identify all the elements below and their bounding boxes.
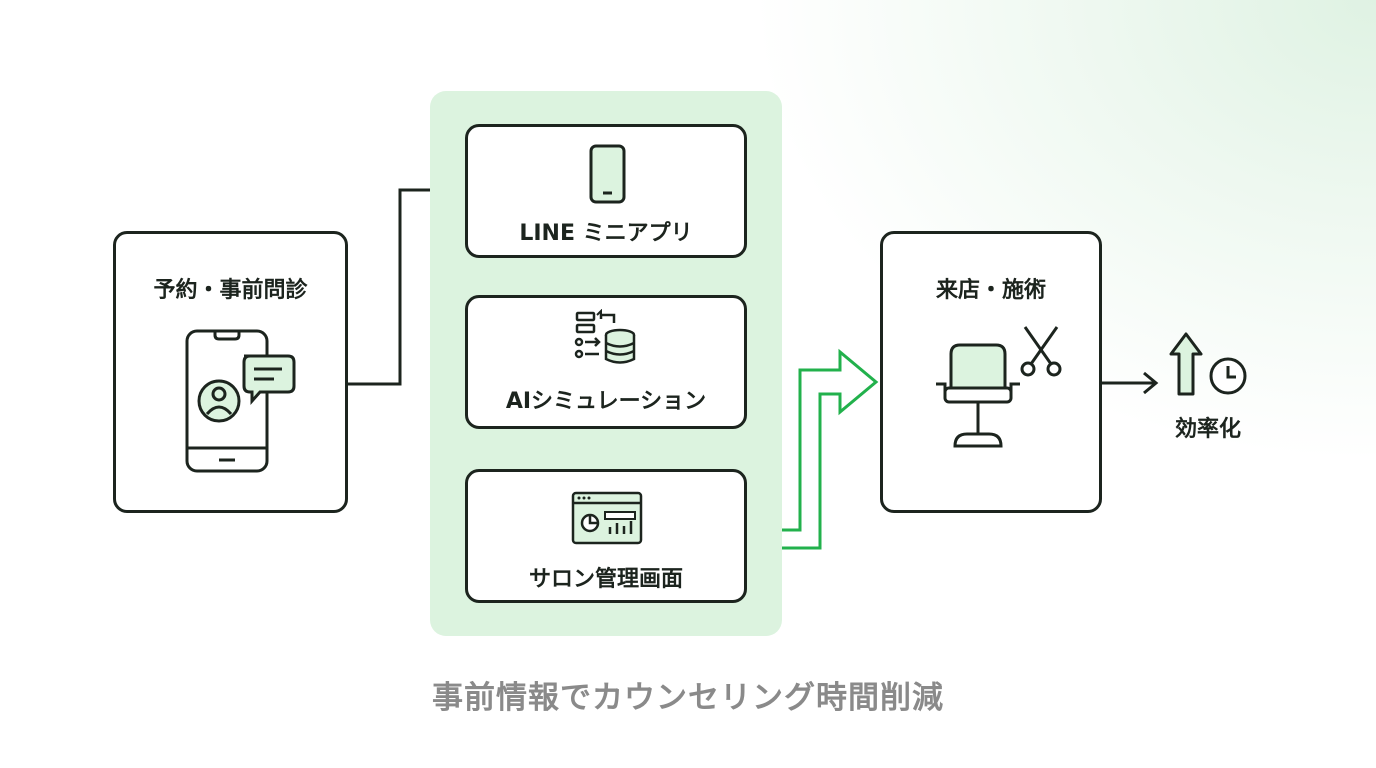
dashboard-window-icon: [570, 490, 644, 546]
smartphone-icon: [588, 143, 628, 205]
line-app-title: LINE ミニアプリ: [519, 221, 693, 246]
salon-admin-box: サロン管理画面: [465, 469, 747, 603]
green-arrow-admin-to-visit: [746, 348, 879, 550]
smartphone-chat-icon: [182, 328, 302, 476]
efficiency-title: 効率化: [1174, 417, 1241, 442]
visit-title: 来店・施術: [935, 278, 1046, 303]
arrow-head-to-efficiency: [1143, 371, 1159, 395]
list-database-icon: [572, 309, 642, 367]
salon-chair-icon: [933, 342, 1023, 452]
ai-simulation-box: AIシミュレーション: [465, 295, 747, 429]
reservation-box: 予約・事前問診: [113, 231, 348, 513]
reservation-title: 予約・事前問診: [153, 278, 308, 303]
caption: 事前情報でカウンセリング時間削減: [432, 680, 944, 716]
efficiency-arrow-clock-icon: [1166, 330, 1250, 396]
visit-box: 来店・施術: [880, 231, 1102, 513]
ai-simulation-title: AIシミュレーション: [505, 389, 707, 414]
salon-admin-title: サロン管理画面: [528, 567, 683, 592]
scissors-icon: [1017, 324, 1067, 380]
line-app-box: LINE ミニアプリ: [465, 124, 747, 258]
